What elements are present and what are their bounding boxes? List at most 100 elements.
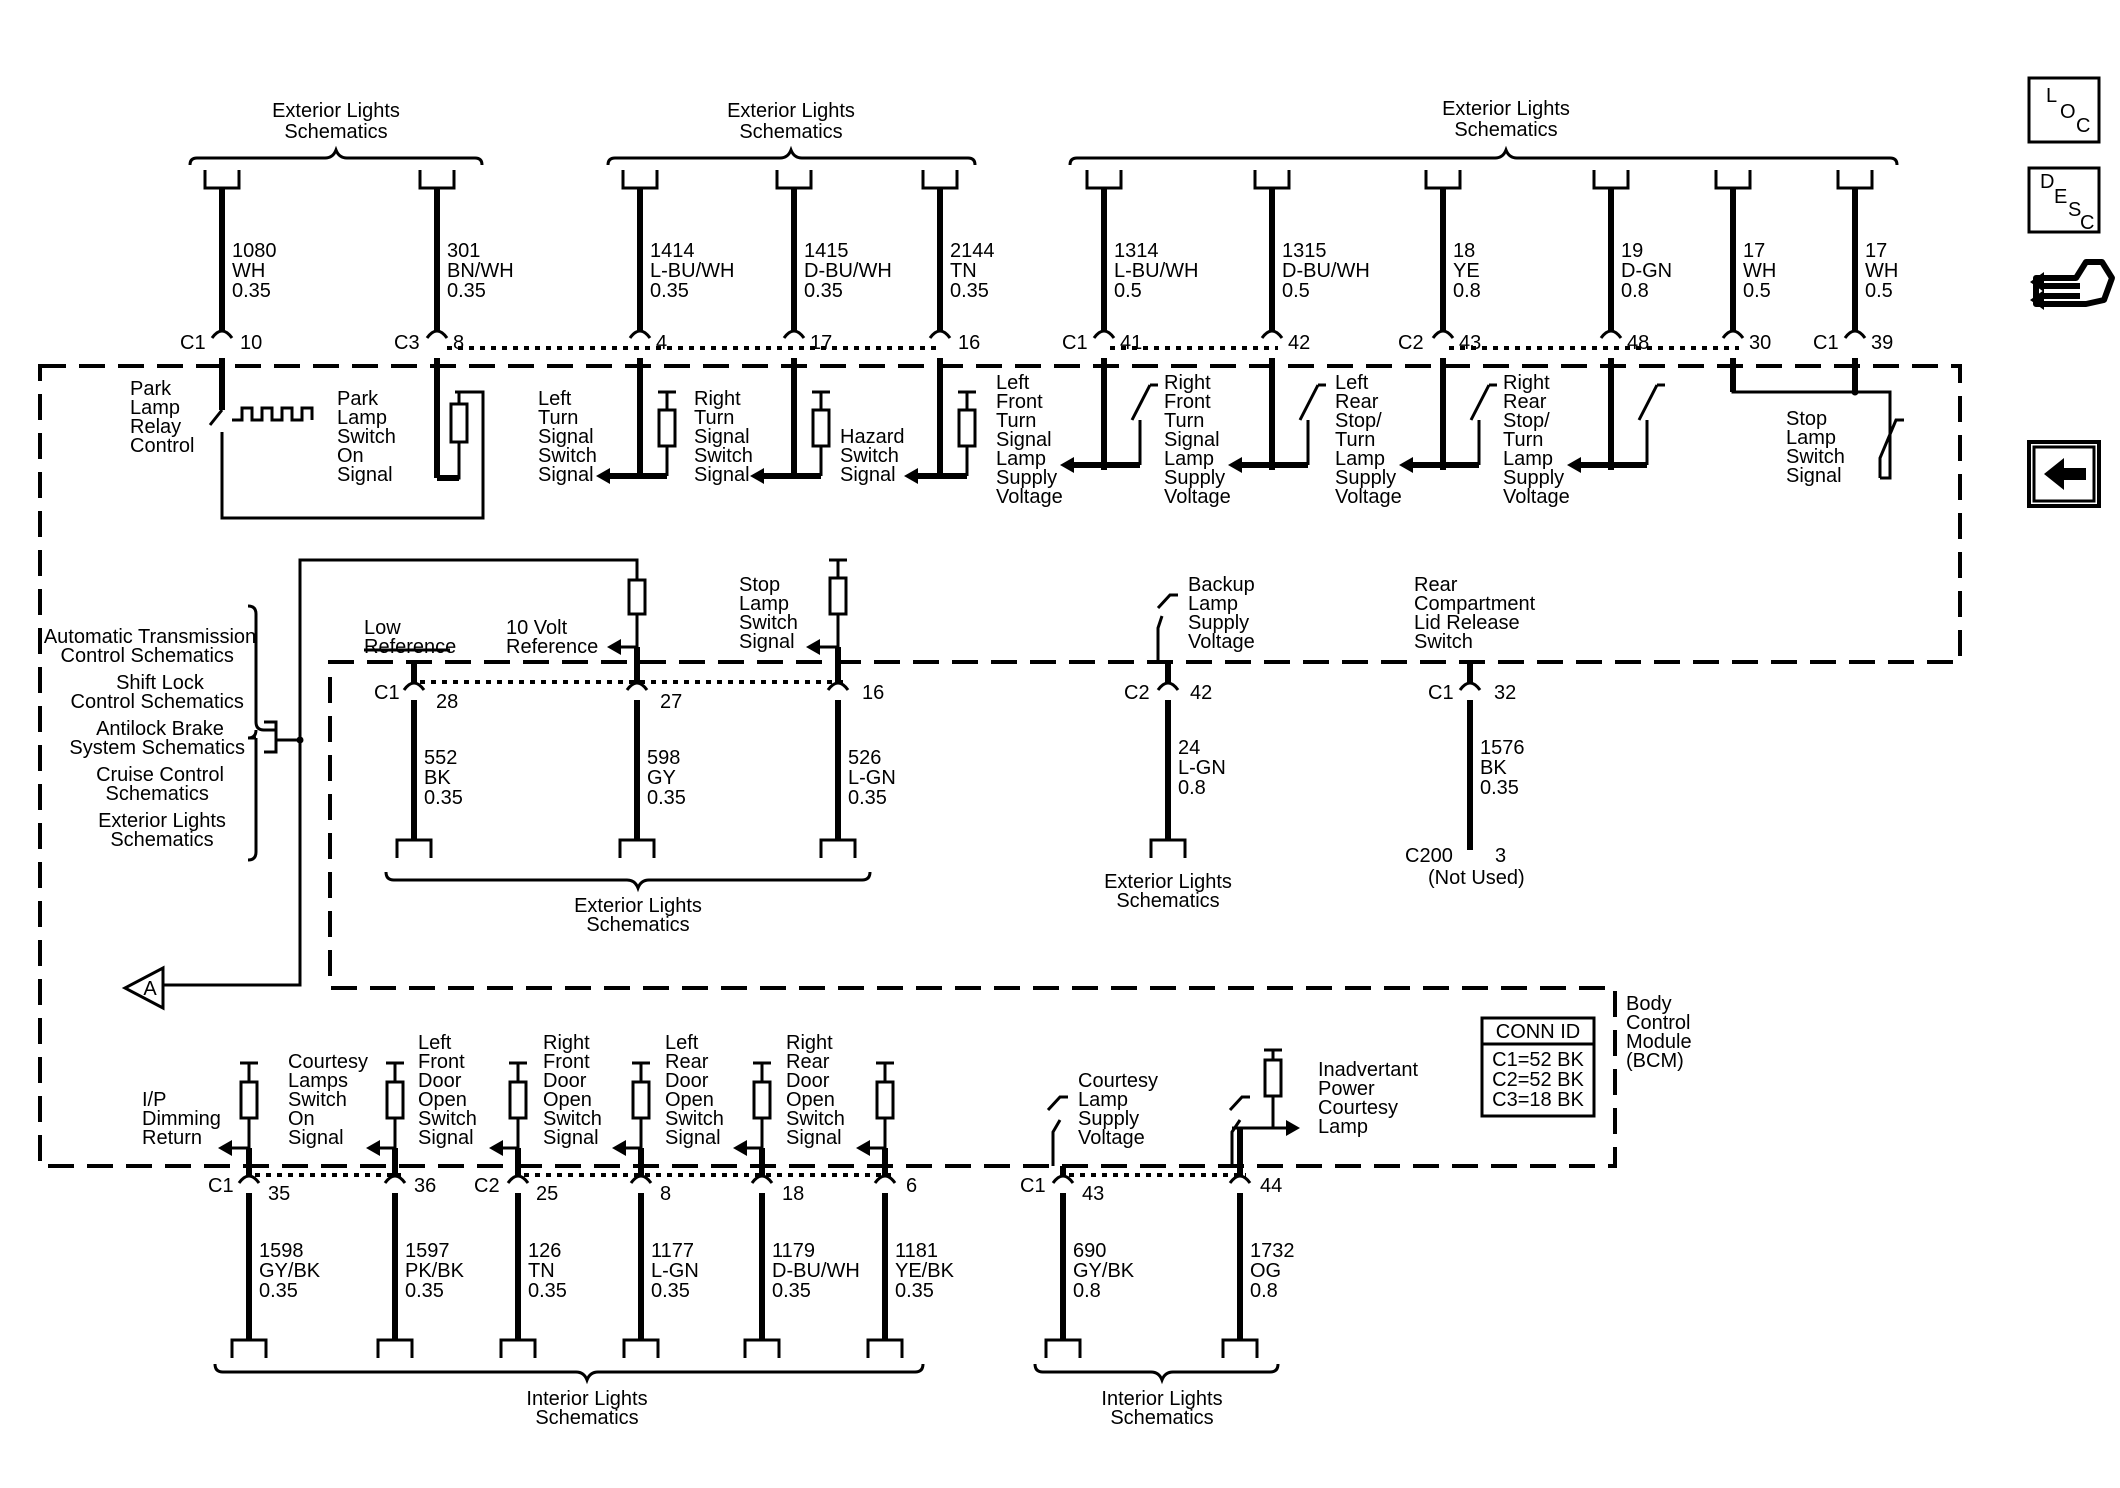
park-lamp-switch-circuit xyxy=(437,392,469,481)
top-connector-cavities xyxy=(210,329,1867,339)
svg-text:6: 6 xyxy=(906,1175,917,1197)
not-used-label: (Not Used) xyxy=(1428,867,1525,889)
svg-text:C1: C1 xyxy=(180,332,206,354)
svg-text:C2: C2 xyxy=(1398,332,1424,354)
svg-text:36: 36 xyxy=(414,1175,436,1197)
mid-wires xyxy=(395,647,1482,858)
svg-text:8: 8 xyxy=(660,1183,671,1205)
top-group-bracket-3 xyxy=(1068,145,1899,166)
conn-id-title: CONN ID xyxy=(1496,1021,1580,1043)
svg-text:D: D xyxy=(2040,171,2054,193)
svg-text:10: 10 xyxy=(240,332,262,354)
conn-id-row: C2=52 BK xyxy=(1492,1069,1584,1091)
conn-id-table: CONN ID C1=52 BK C2=52 BK C3=18 BK xyxy=(1480,1016,1596,1118)
lamp-supply-outputs xyxy=(1060,383,1665,473)
ten-volt-link xyxy=(298,558,639,740)
svg-text:E: E xyxy=(2054,186,2067,208)
top-group-bracket-1 xyxy=(188,145,484,166)
svg-text:S: S xyxy=(2068,199,2081,221)
back-arrow-icon[interactable] xyxy=(2027,440,2101,508)
svg-text:41: 41 xyxy=(1120,332,1142,354)
svg-text:18: 18 xyxy=(782,1183,804,1205)
conn-id-row: C1=52 BK xyxy=(1492,1049,1584,1071)
svg-text:L: L xyxy=(2046,85,2057,107)
mid-ext-lights-bracket xyxy=(384,871,872,893)
bcm-boundary xyxy=(38,364,1962,1168)
svg-text:4: 4 xyxy=(656,332,667,354)
svg-text:O: O xyxy=(2060,101,2076,123)
svg-text:42: 42 xyxy=(1190,682,1212,704)
svg-text:C3: C3 xyxy=(394,332,420,354)
bottom-wires xyxy=(230,1128,1259,1358)
top-group-bracket-2 xyxy=(606,145,977,166)
desc-button[interactable]: D E S C xyxy=(2027,166,2101,234)
svg-text:C: C xyxy=(2080,212,2094,234)
svg-text:48: 48 xyxy=(1627,332,1649,354)
svg-text:C1: C1 xyxy=(1428,682,1454,704)
c200-pin-label: 3 xyxy=(1495,845,1506,867)
svg-text:16: 16 xyxy=(862,682,884,704)
connector-view-icon[interactable] xyxy=(2030,259,2115,310)
svg-text:43: 43 xyxy=(1459,332,1481,354)
svg-text:C1: C1 xyxy=(1020,1175,1046,1197)
c200-label: C200 xyxy=(1405,845,1453,867)
offpage-a-arrow xyxy=(121,965,165,1011)
svg-text:30: 30 xyxy=(1749,332,1771,354)
turn-signal-inputs xyxy=(596,390,977,484)
svg-text:43: 43 xyxy=(1082,1183,1104,1205)
loc-button[interactable]: L O C xyxy=(2027,76,2101,144)
mid-internal xyxy=(364,558,1178,660)
svg-text:C1: C1 xyxy=(374,682,400,704)
svg-text:44: 44 xyxy=(1260,1175,1282,1197)
svg-text:32: 32 xyxy=(1494,682,1516,704)
svg-text:C2: C2 xyxy=(1124,682,1150,704)
svg-text:17: 17 xyxy=(810,332,832,354)
svg-text:35: 35 xyxy=(268,1183,290,1205)
svg-text:28: 28 xyxy=(436,691,458,713)
